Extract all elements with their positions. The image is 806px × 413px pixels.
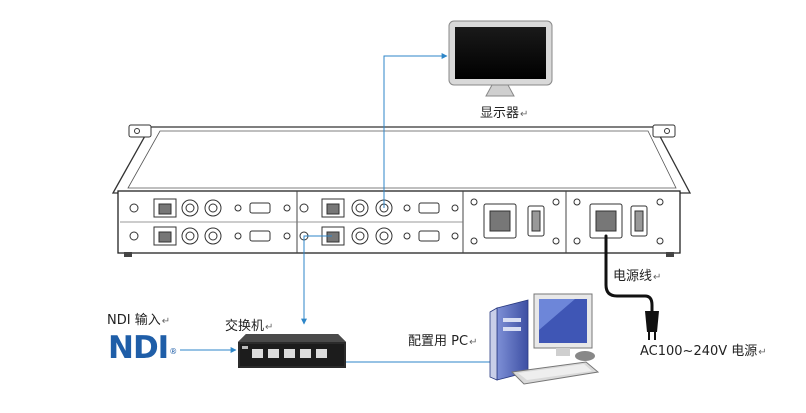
power-cable xyxy=(604,234,654,314)
return-mark: ↵ xyxy=(161,316,171,327)
return-mark: ↵ xyxy=(653,272,662,283)
power-cable-label: 电源线↵ xyxy=(613,269,662,284)
monitor-connection-line xyxy=(383,53,448,208)
switch-connection-line xyxy=(301,235,332,325)
return-mark: ↵ xyxy=(469,337,478,348)
return-mark: ↵ xyxy=(758,347,767,358)
ndi-input-label: NDI 输入↵ xyxy=(107,313,171,328)
monitor-label: 显示器↵ xyxy=(480,106,529,121)
monitor-icon xyxy=(448,20,553,97)
network-switch-icon xyxy=(238,334,346,368)
ndi-logo: NDI® xyxy=(108,330,177,366)
return-mark: ↵ xyxy=(520,109,529,120)
ndi-logo-text: NDI xyxy=(108,330,169,366)
switch-label: 交换机↵ xyxy=(225,319,274,334)
power-plug-icon xyxy=(645,311,659,340)
rack-chassis xyxy=(111,124,692,257)
registered-mark: ® xyxy=(169,347,177,356)
ac-power-label: AC100~240V 电源↵ xyxy=(640,344,767,359)
return-mark: ↵ xyxy=(265,322,274,333)
desktop-pc-icon xyxy=(489,293,600,385)
config-pc-label: 配置用 PC↵ xyxy=(408,334,478,349)
